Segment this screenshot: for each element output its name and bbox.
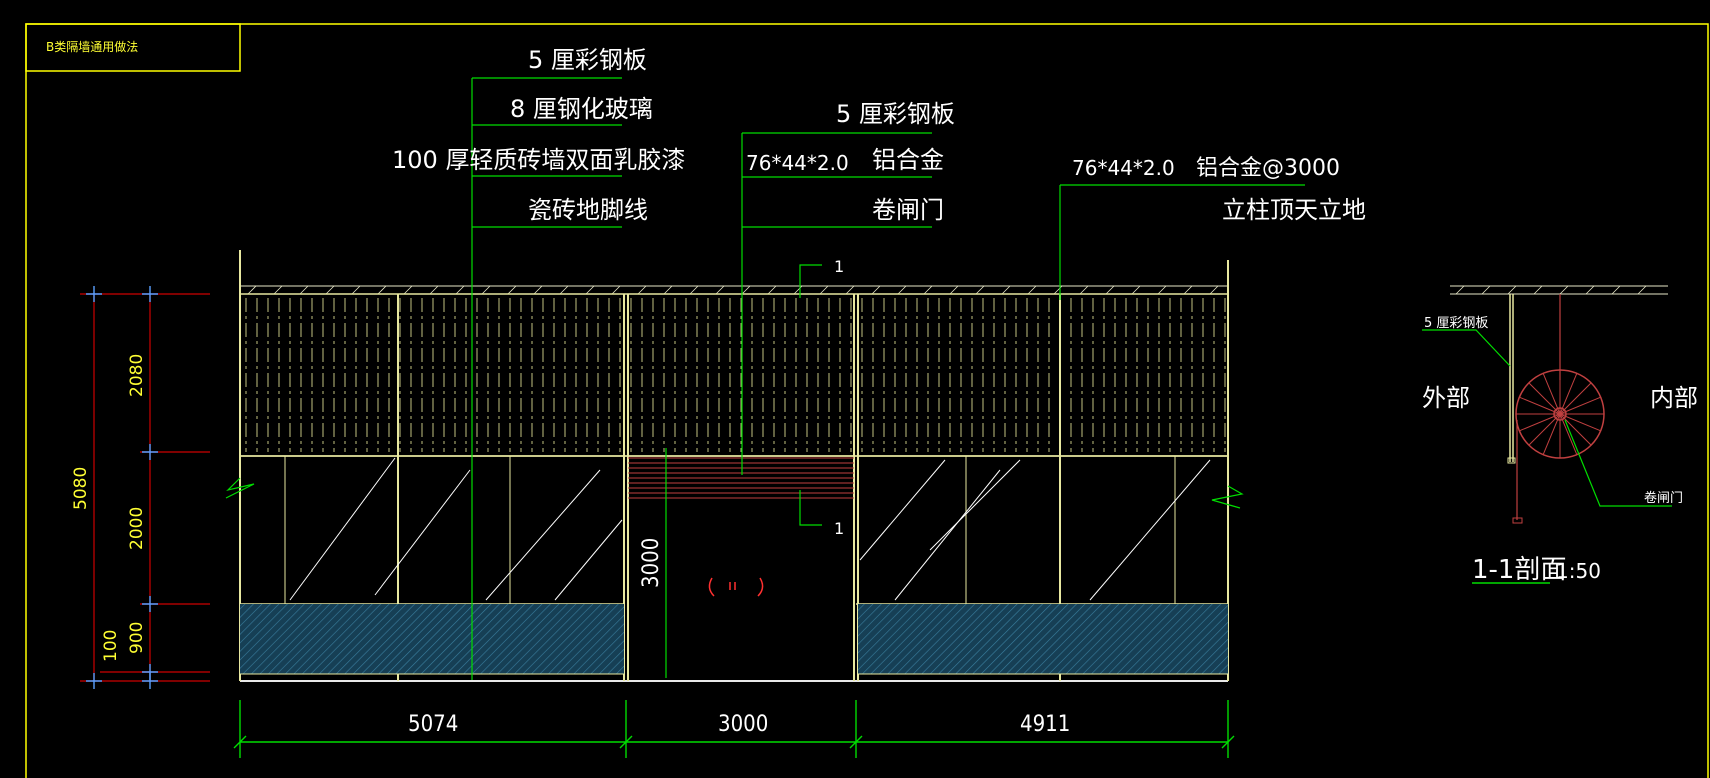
door-arrows: [708, 577, 764, 597]
dim-vertical-mid: 2000: [127, 507, 147, 550]
label-steel-plate-left: 5 厘彩钢板: [528, 46, 647, 74]
lower-glass-right: [858, 604, 1228, 674]
dim-door-height: 3000: [639, 538, 664, 588]
label-column-right: 立柱顶天立地: [1222, 196, 1366, 224]
label-alloy-right-size: 76*44*2.0: [1072, 156, 1175, 180]
drawing-frame: [25, 23, 1709, 778]
break-line-left: [225, 477, 255, 499]
lower-glass-left: [240, 604, 624, 674]
shutter-box: [628, 457, 854, 499]
label-alloy-right: 铝合金@3000: [1196, 156, 1340, 181]
label-skirting: 瓷砖地脚线: [528, 196, 648, 224]
ceiling-hatch: [247, 285, 1219, 295]
dim-vertical-total: 5080: [71, 467, 91, 510]
label-alloy-mid-size: 76*44*2.0: [746, 151, 849, 175]
dim-bottom-left: 5074: [408, 712, 458, 737]
dim-vertical-top: 2080: [127, 354, 147, 397]
elevation: [225, 250, 1244, 682]
label-shutter-mid: 卷闸门: [872, 196, 944, 224]
dim-bottom-mid: 3000: [718, 712, 768, 737]
dim-vertical-base: 100: [101, 630, 121, 662]
horizontal-dimension-chain: [233, 700, 1235, 758]
label-steel-plate-mid: 5 厘彩钢板: [836, 100, 955, 128]
section-mark-bottom: 1: [834, 519, 844, 538]
annotations: 5 厘彩钢板 8 厘钢化玻璃 100 厚轻质砖墙双面乳胶漆 瓷砖地脚线 5 厘彩…: [392, 46, 1366, 538]
section-plate-label: 5 厘彩钢板: [1424, 316, 1488, 331]
title-block-text: B类隔墙通用做法: [46, 39, 138, 54]
dim-bottom-right: 4911: [1020, 712, 1070, 737]
section-scale: 1:50: [1556, 559, 1601, 583]
label-glass: 8 厘钢化玻璃: [510, 95, 653, 123]
section-inside-label: 内部: [1650, 384, 1698, 412]
label-alloy-mid: 铝合金: [872, 146, 944, 174]
title-block: [25, 23, 241, 72]
section-title: 1-1剖面: [1472, 555, 1566, 585]
dim-vertical-low: 900: [127, 622, 147, 654]
section-outside-label: 外部: [1422, 384, 1470, 412]
steel-panel-area: [239, 293, 1229, 457]
steel-panel-ribs: [245, 298, 1226, 452]
leader-lines: [471, 77, 1305, 680]
break-line-right: [1211, 485, 1244, 509]
section-mark-top: 1: [834, 257, 844, 276]
section-detail: [1422, 285, 1672, 584]
section-shutter-label: 卷闸门: [1644, 490, 1683, 506]
dimension-ticks: [86, 286, 158, 689]
label-brick-wall: 100 厚轻质砖墙双面乳胶漆: [392, 146, 685, 174]
